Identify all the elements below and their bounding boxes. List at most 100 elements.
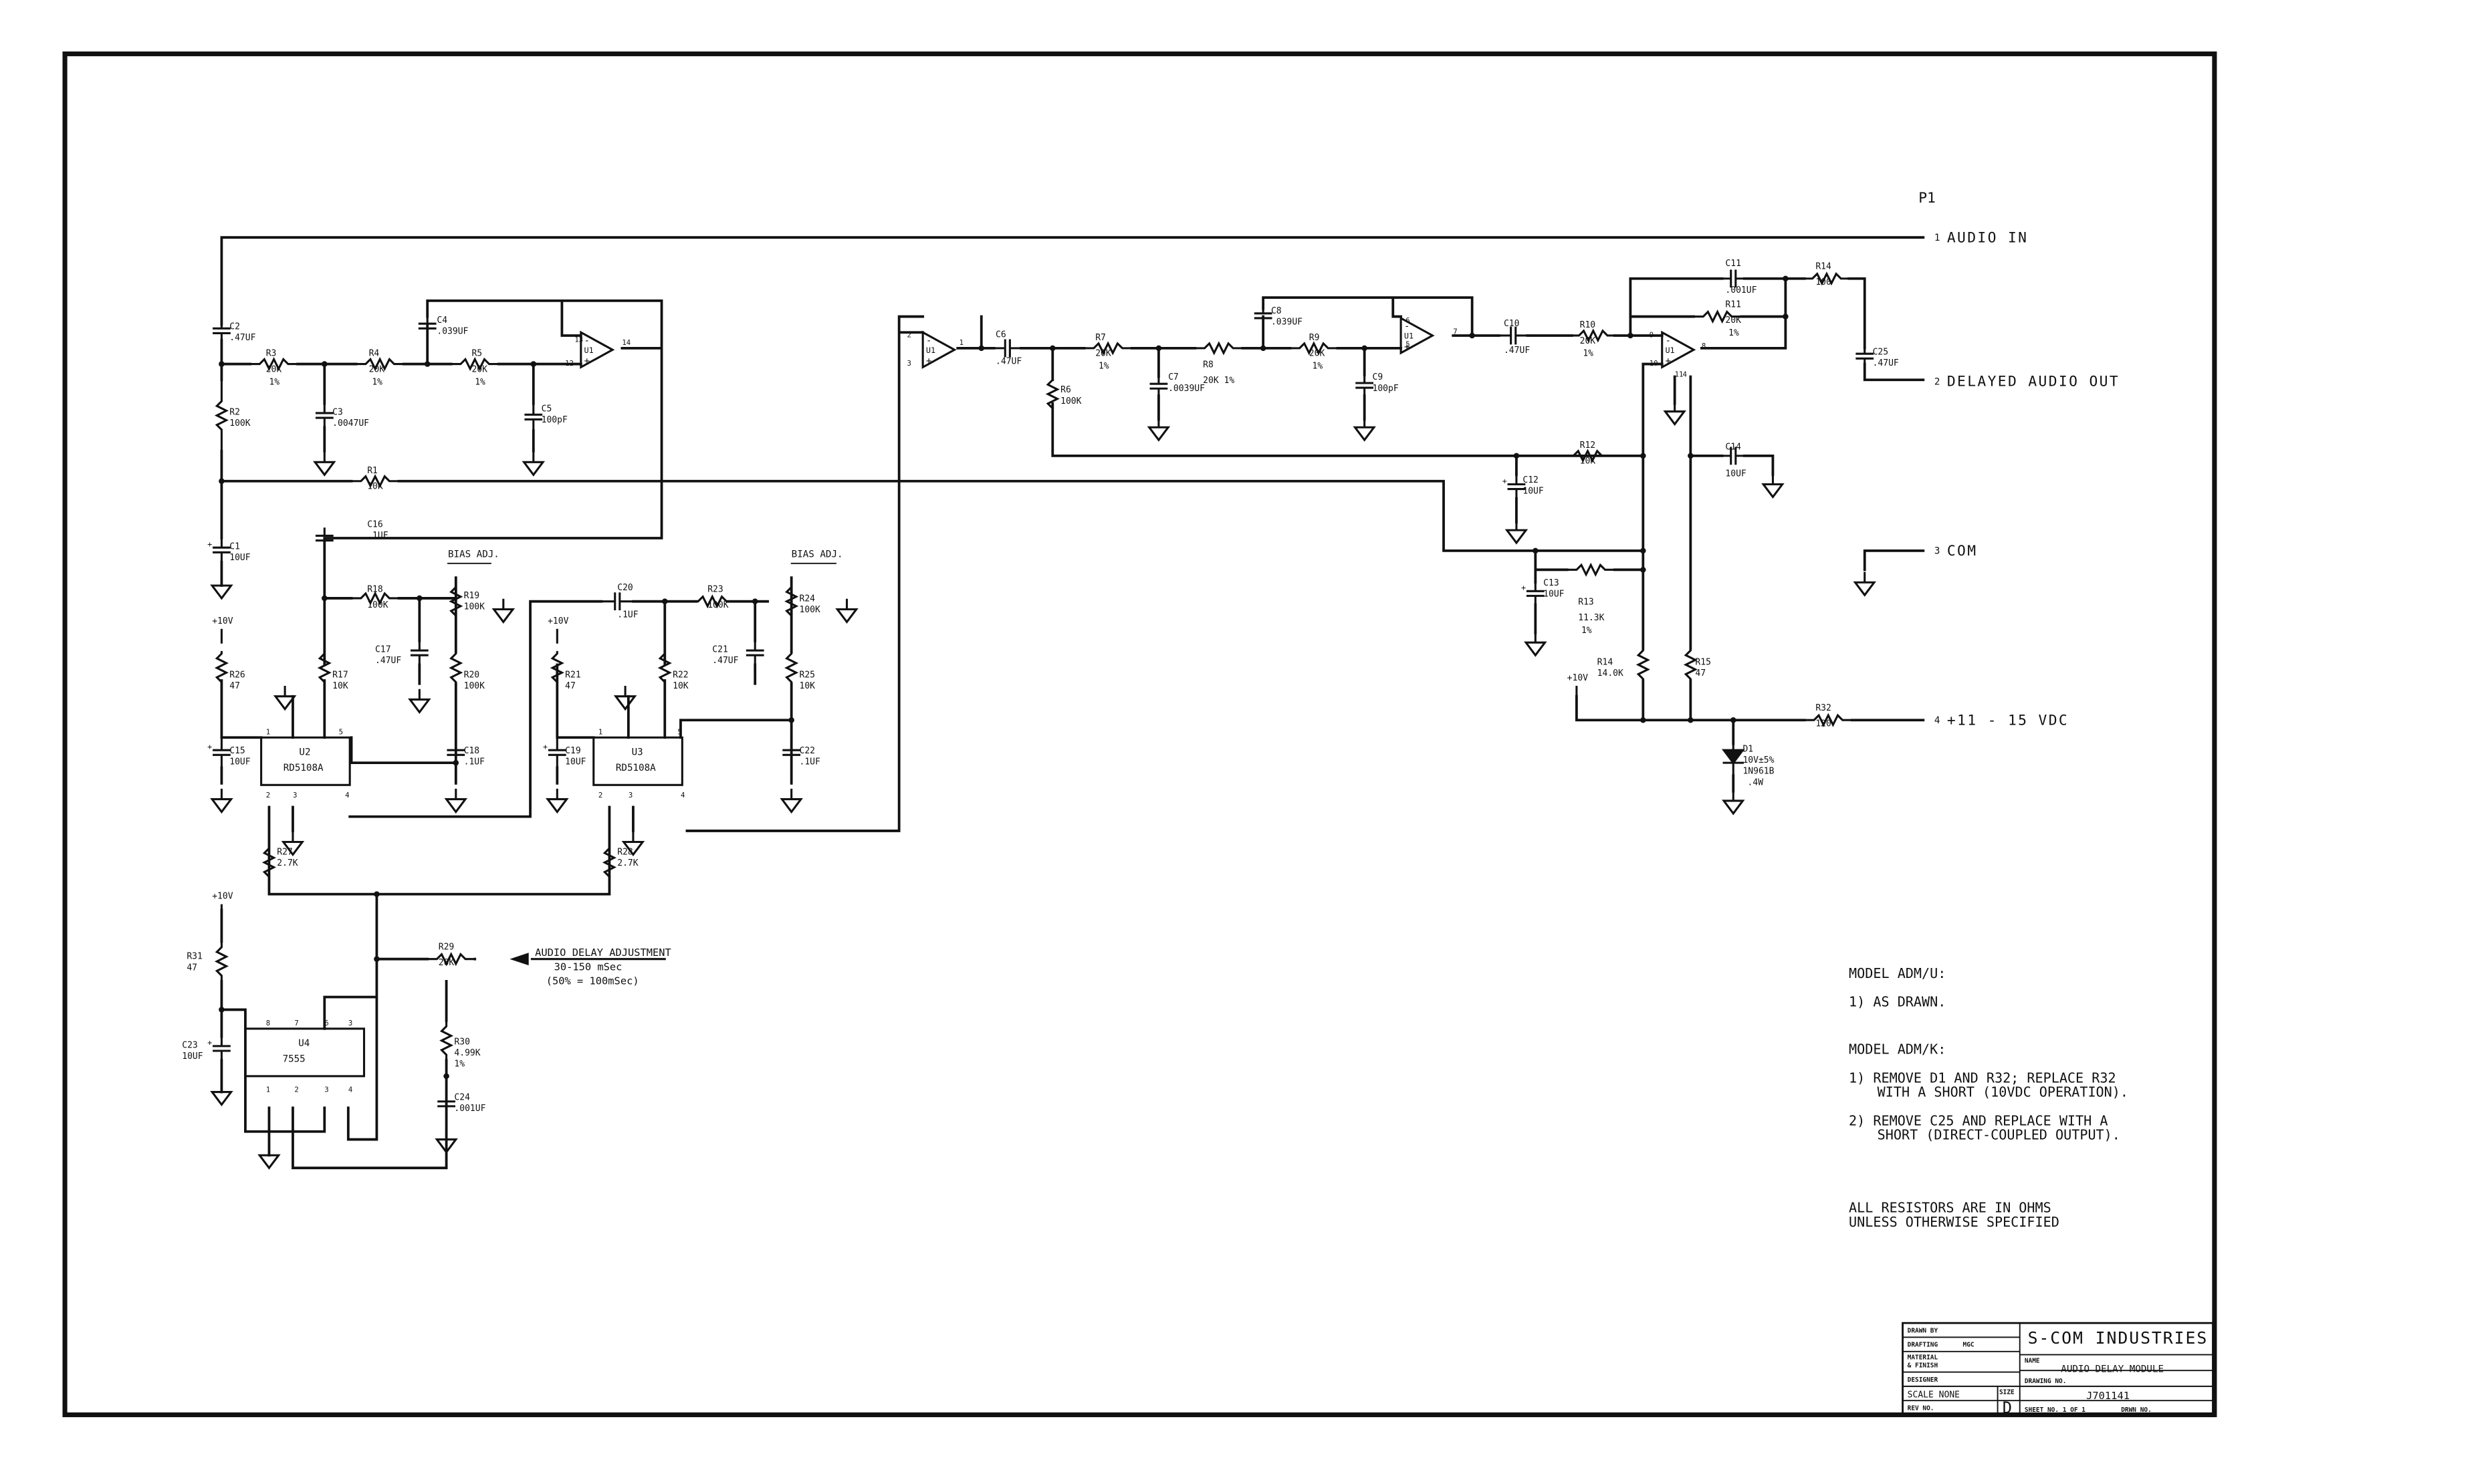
pin-number: 3 — [348, 1019, 352, 1027]
supply-label: +10V — [212, 616, 233, 626]
svg-text:DRWN NO.: DRWN NO. — [2121, 1406, 2152, 1414]
pin-number: 3 — [324, 1086, 328, 1094]
resistor-value: 20K — [1309, 349, 1325, 359]
capacitor-value: .001UF — [454, 1104, 485, 1114]
svg-text:3: 3 — [1934, 546, 1940, 557]
svg-text:MODEL ADM/K:: MODEL ADM/K: — [1849, 1041, 1946, 1058]
svg-text:REV NO.: REV NO. — [1908, 1404, 1934, 1412]
resistor-value: 47 — [187, 963, 197, 973]
svg-text:WITH A SHORT (10VDC OPERATION): WITH A SHORT (10VDC OPERATION). — [1878, 1084, 2128, 1100]
opamp-u1-c: U1-+ — [1399, 316, 1435, 355]
ground-symbol — [1853, 572, 1877, 597]
junction-dot — [662, 598, 668, 604]
ground-symbol — [408, 689, 431, 714]
capacitor-c25: C25.47UF — [1855, 347, 1899, 368]
resistor-ref: R17 — [332, 670, 348, 680]
resistor-ref: R24 — [800, 594, 816, 604]
svg-text:ALL RESISTORS ARE IN OHMS: ALL RESISTORS ARE IN OHMS — [1849, 1199, 2051, 1215]
capacitor-ref: C22 — [800, 746, 816, 756]
capacitor-ref: C23 — [182, 1040, 198, 1050]
capacitor-value: .1UF — [617, 610, 639, 620]
capacitor-ref: C13 — [1543, 578, 1559, 588]
ic-ref: U2 — [299, 747, 310, 757]
capacitor-ref: C24 — [454, 1092, 470, 1102]
title-block: DRAWN BY DRAFTING MGC MATERIAL & FINISH … — [1902, 1322, 2214, 1417]
capacitor-value: 10UF — [229, 553, 251, 563]
connector-pin-1[interactable]: 1 AUDIO IN — [1934, 229, 2028, 246]
capacitor-ref: C3 — [332, 407, 343, 417]
resistor-ref: R19 — [464, 591, 480, 601]
resistor-value: 120 — [1815, 719, 1831, 729]
capacitor-value: 10UF — [1725, 469, 1746, 479]
junction-dot — [530, 361, 537, 367]
ground-symbol — [613, 685, 637, 711]
junction-dot — [219, 361, 225, 367]
ic-ref: U4 — [298, 1038, 310, 1049]
pin-number: 1 — [266, 728, 270, 737]
capacitor-ref: C25 — [1873, 347, 1889, 357]
resistor-value: 100K — [464, 602, 485, 612]
resistor-ref: R15 — [1695, 657, 1711, 667]
capacitor-value: .039UF — [437, 327, 468, 337]
capacitor-ref: C5 — [542, 404, 552, 414]
resistor-value: 10K — [1580, 457, 1596, 467]
resistor-tolerance: 1% — [1583, 349, 1593, 359]
pin-number: 7 — [294, 1019, 298, 1027]
capacitor-c22: C22.1UF — [782, 736, 820, 769]
resistor-value: 10K — [367, 482, 383, 492]
junction-dot — [1533, 547, 1539, 554]
svg-text:DELAYED AUDIO OUT: DELAYED AUDIO OUT — [1947, 374, 2120, 390]
polarity-mark: + — [1502, 476, 1507, 485]
resistor-ref: R20 — [464, 670, 480, 680]
connector-pin-4[interactable]: 4 +11 - 15 VDC — [1934, 712, 2069, 729]
company-name: S-COM INDUSTRIES — [2028, 1328, 2209, 1348]
pin-number: 14 — [622, 338, 631, 347]
resistor-value: 14.0K — [1597, 668, 1623, 678]
ground-symbol — [1504, 519, 1529, 545]
polarity-mark: + — [207, 742, 212, 751]
polarity-mark: + — [207, 539, 212, 549]
resistor-ref: R18 — [367, 584, 383, 594]
diode-value: 10V±5% — [1742, 755, 1774, 765]
opamp-ref: U1 — [584, 346, 594, 355]
resistor-ref: R30 — [454, 1037, 470, 1047]
svg-text:MGC: MGC — [1963, 1342, 1975, 1349]
capacitor-c6: C6.47UF — [993, 330, 1022, 367]
junction-dot — [978, 345, 985, 352]
capacitor-ref: C15 — [229, 746, 245, 756]
model-notes: MODEL ADM/U: 1) AS DRAWN. MODEL ADM/K: 1… — [1849, 965, 2128, 1230]
capacitor-ref: C16 — [367, 519, 383, 529]
junction-dot — [1469, 332, 1475, 339]
junction-dot — [219, 1007, 225, 1013]
pin-number: 13 — [574, 335, 583, 344]
junction-dot — [1050, 345, 1056, 352]
ground-symbol — [1524, 632, 1547, 657]
diode-ref: D1 — [1742, 745, 1753, 755]
junction-dot — [1361, 345, 1367, 352]
pin-number: 1 — [960, 338, 964, 347]
capacitor-c10: C10.47UF — [1498, 319, 1530, 356]
resistor-ref: R8 — [1203, 360, 1214, 370]
junction-dot — [443, 1073, 449, 1080]
capacitor-value: 100pF — [1372, 384, 1398, 394]
connector-pin-3[interactable]: 3 COM — [1934, 543, 1978, 560]
ground-symbol — [835, 598, 859, 624]
resistor-value: 10K — [800, 681, 816, 691]
connector-pin-2[interactable]: 2 DELAYED AUDIO OUT — [1934, 374, 2120, 390]
pin-number: 1 — [266, 1086, 270, 1094]
junction-dot — [1783, 275, 1789, 281]
